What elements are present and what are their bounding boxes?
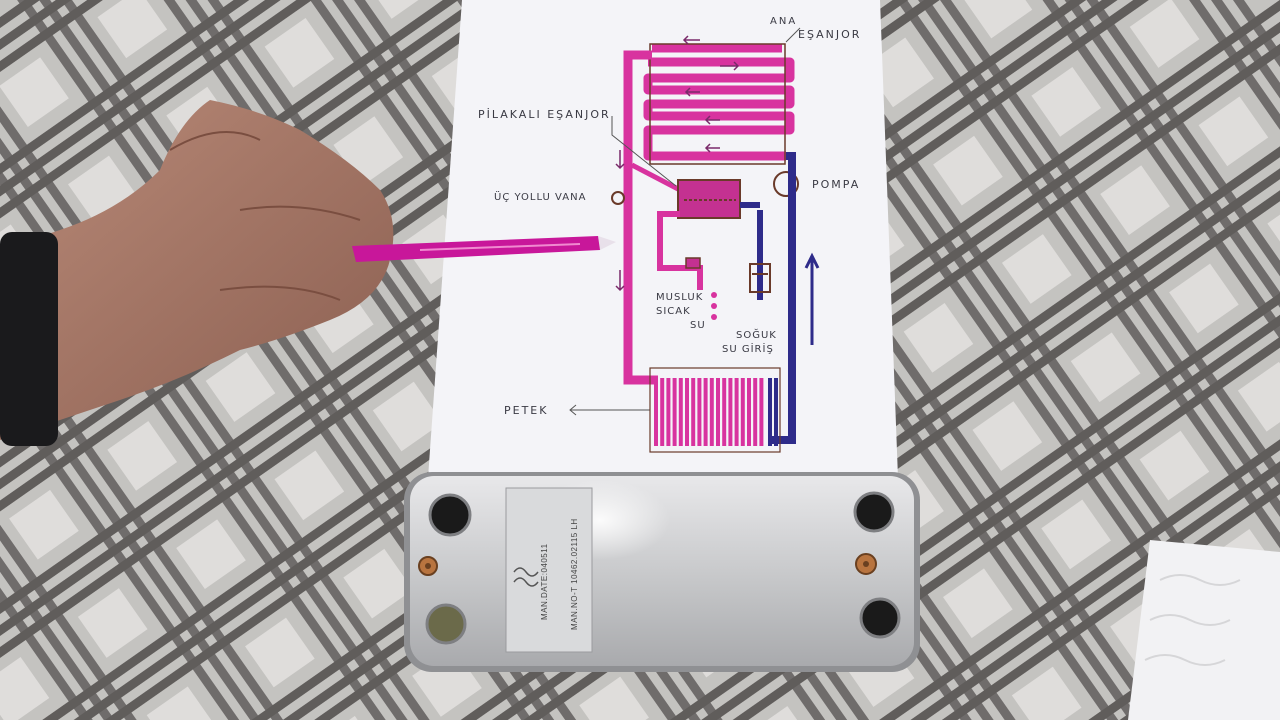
label-uc-yollu-vana: ÜÇ YOLLU VANA [494,192,587,203]
tap [657,211,703,290]
label-ana: ANA [770,16,798,27]
diagram [569,27,820,453]
port-top-left [428,493,472,537]
label-esanjor: EŞANJOR [798,28,862,41]
label-pompa: POMPA [812,178,861,191]
main-exchanger [643,43,795,161]
wristwatch [0,232,58,446]
port-bottom-right [859,597,901,639]
hand [0,100,394,440]
logo-mark [513,567,539,587]
label-soguk: SOĞUK [736,330,777,341]
port-top-right [853,491,895,533]
label-sicak: SICAK [656,306,691,317]
cold-pipe [772,152,796,444]
plate-number-text: MAN.NO-T 10462.02115 LH [570,518,579,630]
label-su: SU [690,320,706,331]
port-bottom-left [425,603,467,645]
paper-towel [1128,540,1280,720]
label-petek: PETEK [504,404,549,417]
plate-label [505,487,593,653]
label-plakali-esanjor: PİLAKALI EŞANJOR [478,108,611,121]
hot-pipe-left [623,50,658,385]
plate-date-text: MAN.DATE:040511 [540,543,549,620]
plate-heat-exchanger [404,472,920,672]
inlet-valve [749,263,771,293]
pump [773,171,799,197]
three-way-valve [611,191,625,205]
label-musluk: MUSLUK [656,292,704,303]
radiator [649,367,781,453]
pink-pen [352,236,616,262]
label-su-giris: SU GİRİŞ [722,344,774,355]
hot-flow-plate [630,162,682,193]
